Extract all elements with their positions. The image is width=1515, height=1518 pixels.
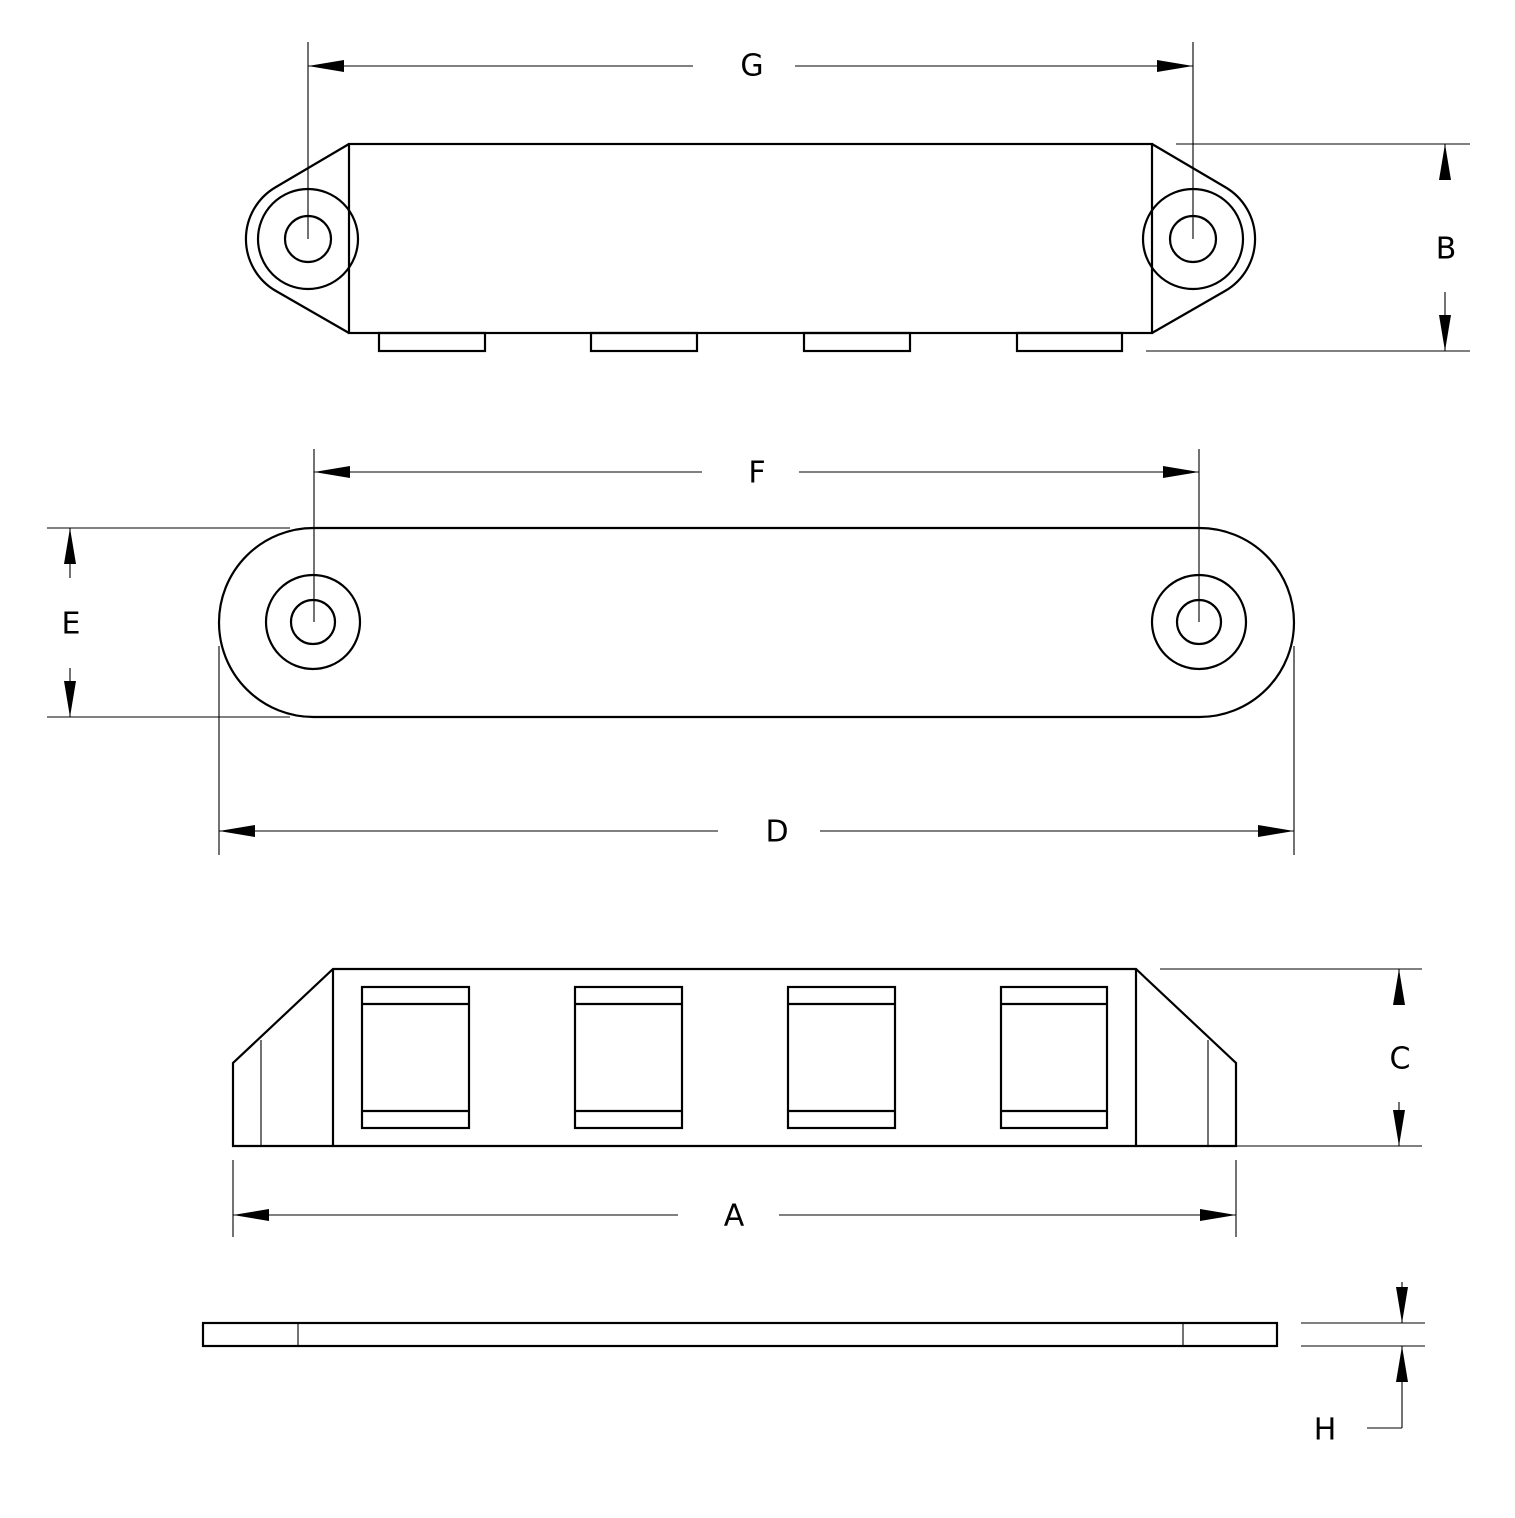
dimension-e: E	[47, 527, 290, 718]
plan-body	[217, 526, 1296, 719]
dimension-d: D	[218, 646, 1295, 855]
side-view	[231, 967, 1238, 1148]
label-g: G	[740, 49, 763, 84]
dimension-b: B	[1146, 143, 1470, 352]
label-c: C	[1390, 1042, 1411, 1077]
top-view	[244, 142, 1257, 353]
side-body	[231, 967, 1238, 1148]
left-lobe	[244, 143, 350, 334]
plate-view	[201, 1321, 1279, 1348]
dimension-g: G	[307, 42, 1194, 239]
right-lobe	[1151, 143, 1257, 334]
dimension-a: A	[232, 1160, 1237, 1237]
dimension-h: H	[1301, 1282, 1425, 1448]
window-3	[786, 985, 897, 1130]
label-d: D	[765, 815, 788, 850]
tab-4	[1015, 331, 1124, 353]
plate-body	[201, 1321, 1279, 1348]
label-b: B	[1436, 232, 1457, 267]
label-f: F	[748, 456, 765, 491]
top-body	[347, 142, 1154, 335]
dimension-c: C	[1160, 968, 1422, 1147]
label-h: H	[1314, 1413, 1337, 1448]
tab-2	[589, 331, 699, 353]
plan-left-boss	[264, 573, 362, 671]
plan-view	[217, 526, 1296, 719]
tab-3	[802, 331, 912, 353]
window-4	[999, 985, 1109, 1130]
window-2	[573, 985, 684, 1130]
label-e: E	[62, 607, 81, 642]
label-a: A	[724, 1199, 745, 1234]
plan-left-hole	[289, 598, 337, 646]
dimension-f: F	[313, 449, 1200, 622]
window-1	[360, 985, 471, 1130]
tab-1	[377, 331, 487, 353]
